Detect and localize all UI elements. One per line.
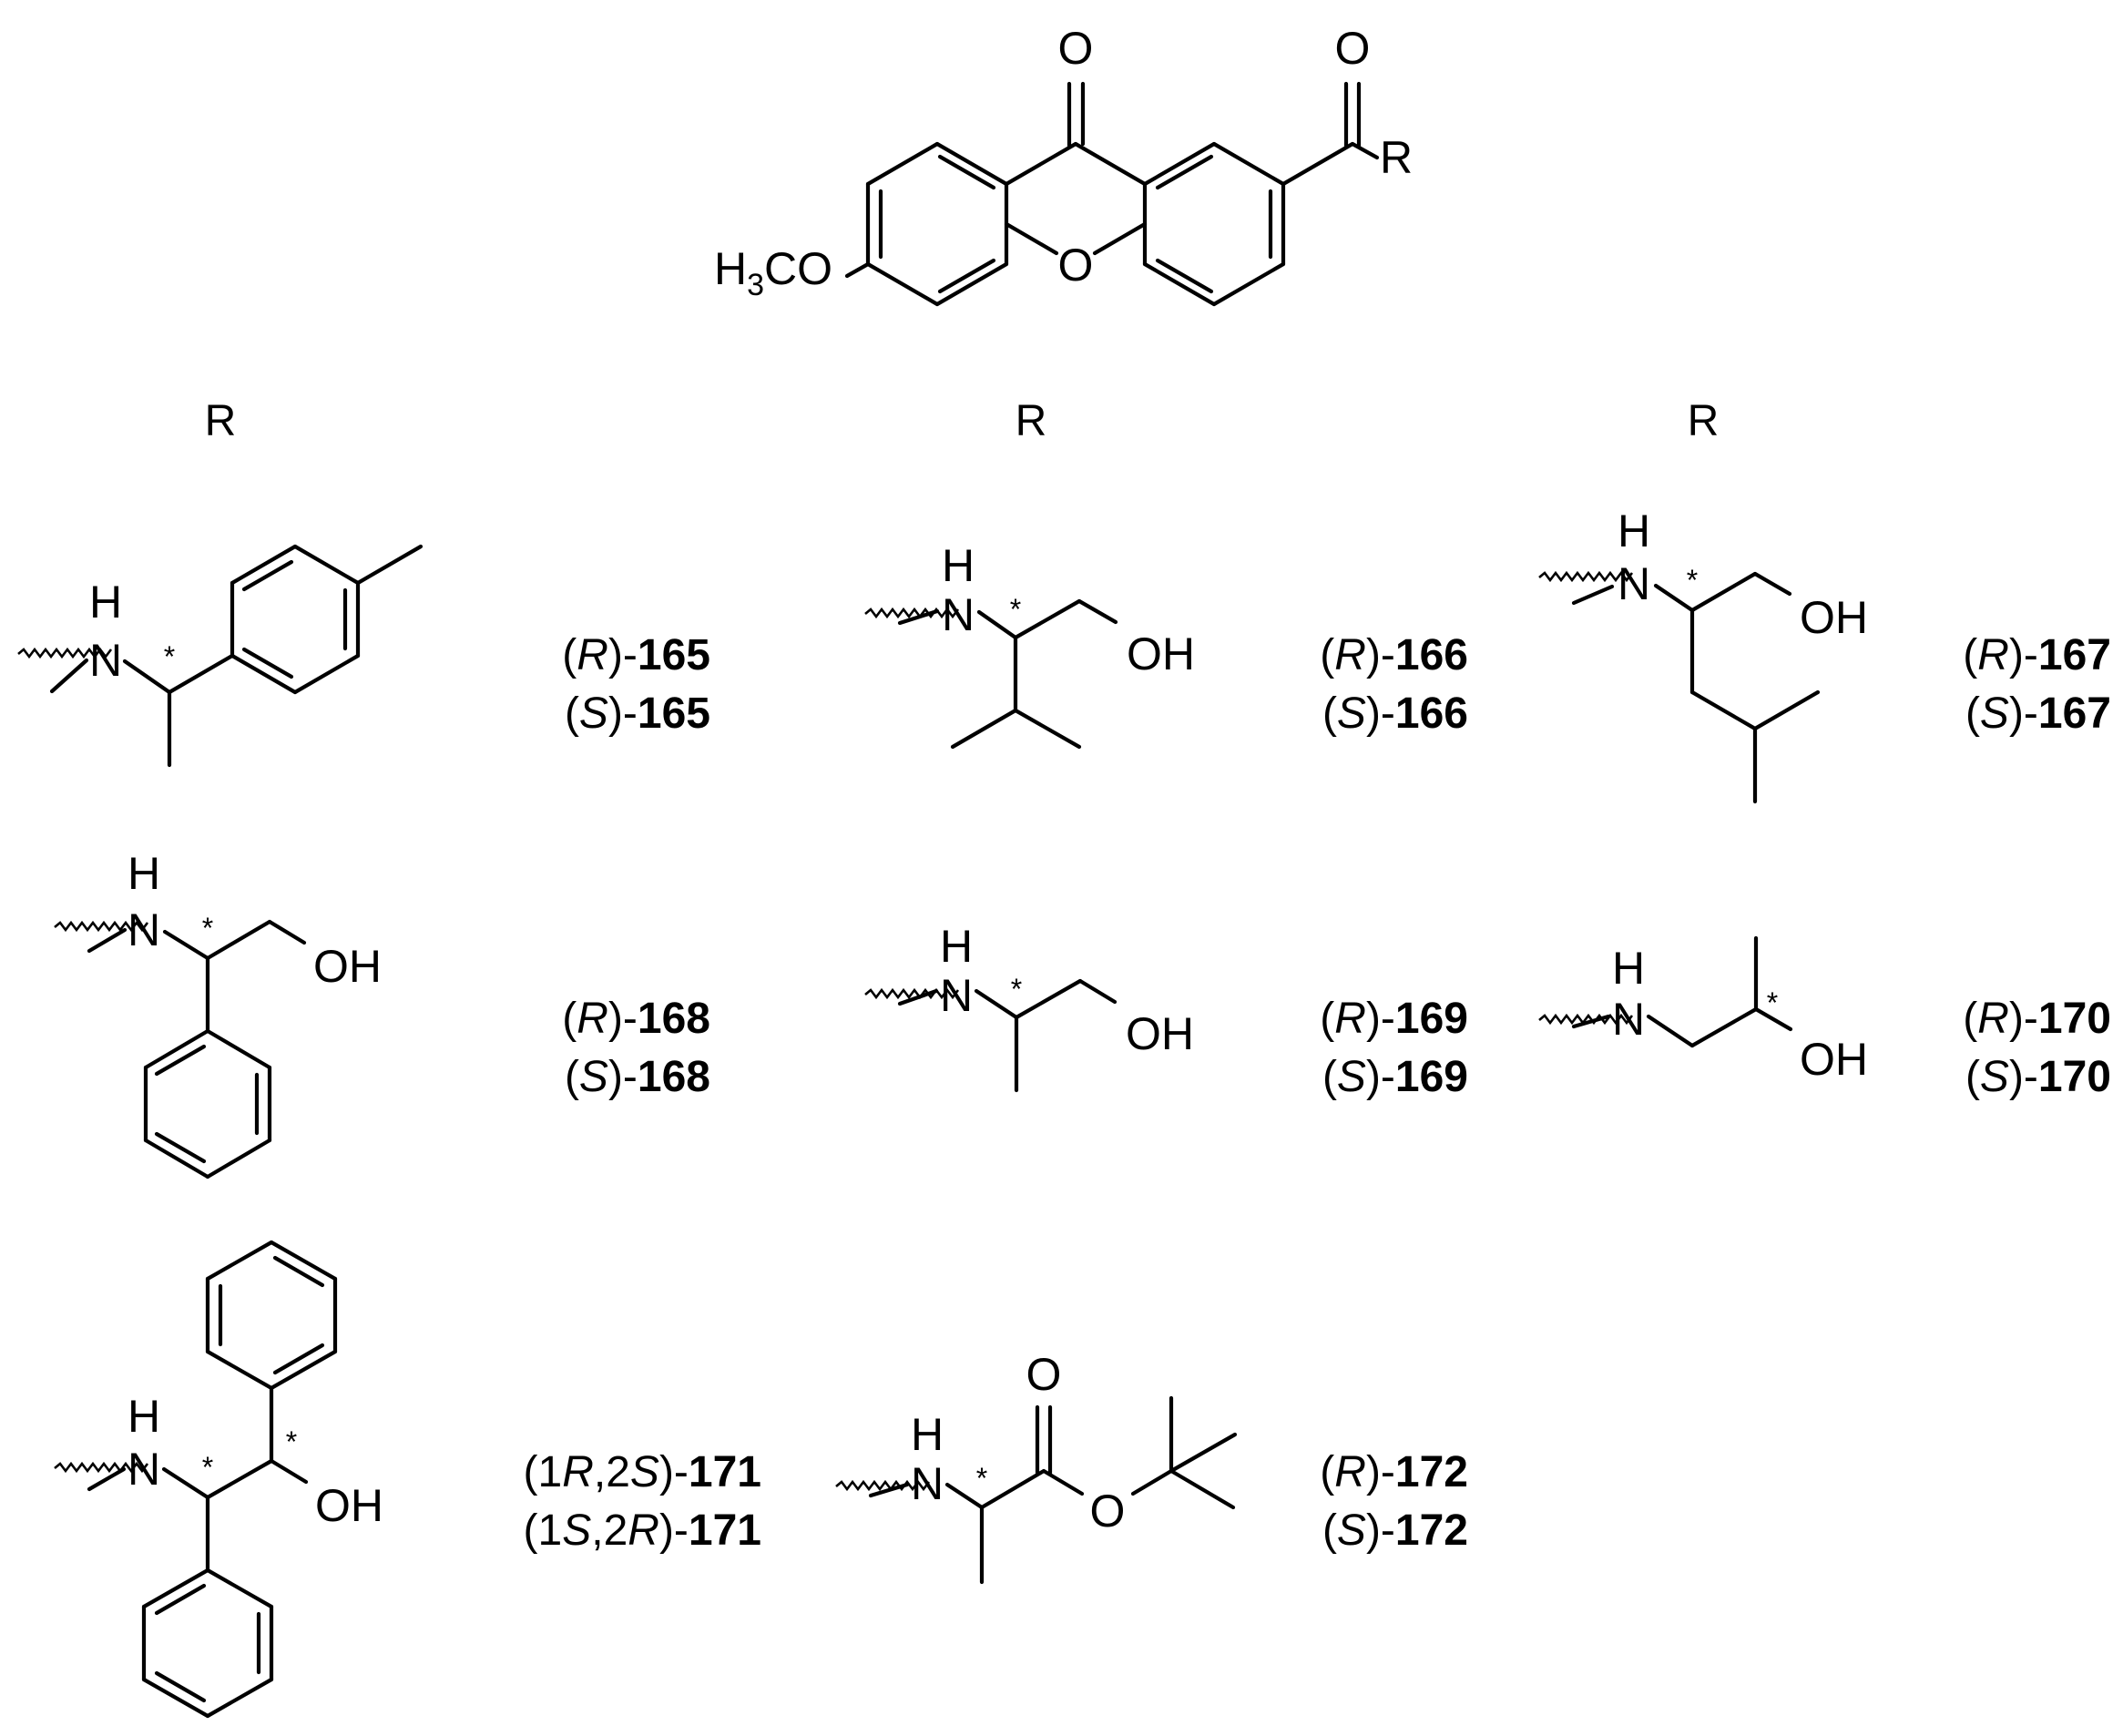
label-S-165: (S)-165 [565, 689, 710, 738]
h-166: H [942, 540, 975, 591]
bonds-166 [897, 598, 1118, 750]
bonds-170 [1571, 935, 1793, 1048]
n-169: N [940, 970, 973, 1021]
h-165: H [89, 577, 122, 628]
label-R-168: (R)-168 [562, 995, 710, 1043]
bonds-169 [897, 978, 1118, 1093]
attachment-wavy-170 [1538, 1013, 1634, 1026]
label-S-166: (S)-166 [1322, 689, 1468, 738]
carbonyl-oxygen-172: O [1026, 1349, 1062, 1400]
n-167: N [1618, 558, 1650, 609]
ester-oxygen-172: O [1090, 1486, 1126, 1537]
n-165: N [89, 635, 122, 686]
acyl-oxygen: O [1335, 23, 1371, 74]
bonds-172 [868, 1395, 1238, 1585]
substituent-167: H N * OH [1538, 505, 1868, 804]
stereocenter-168: * [202, 912, 213, 945]
oh-170: OH [1800, 1034, 1868, 1085]
label-R-165: (R)-165 [562, 631, 710, 679]
methoxy-co: CO [764, 243, 832, 294]
stereocenter-167: * [1687, 564, 1698, 597]
r-attachment-label: R [1380, 132, 1413, 183]
oh-166: OH [1127, 628, 1195, 679]
bonds-168 [87, 919, 307, 1179]
oh-171: OH [315, 1480, 383, 1531]
label-S-172: (S)-172 [1322, 1506, 1468, 1555]
oh-169: OH [1126, 1008, 1194, 1059]
stereocenter-172: * [976, 1462, 987, 1495]
h-167: H [1618, 505, 1650, 557]
stereocenter-165: * [164, 640, 175, 673]
attachment-wavy-171 [54, 1461, 149, 1474]
label-R-167: (R)-167 [1963, 631, 2111, 679]
carbonyl-oxygen: O [1058, 23, 1094, 74]
oh-167: OH [1800, 592, 1868, 643]
attachment-wavy-167 [1538, 570, 1634, 583]
label-R-166: (R)-166 [1320, 631, 1468, 679]
substituent-171: H N * * OH [54, 1240, 383, 1719]
h-172: H [911, 1409, 944, 1460]
h-169: H [940, 921, 973, 972]
stereocenter-170: * [1767, 986, 1778, 1019]
label-S-168: (S)-168 [565, 1053, 710, 1101]
attachment-wavy-166 [864, 607, 960, 619]
stereocenter-169: * [1011, 973, 1022, 1006]
substituent-165: H N * [17, 544, 424, 768]
n-170: N [1612, 994, 1645, 1045]
column-header-r-3: R [1688, 397, 1720, 445]
xanthone-core: O O O R H3CO [714, 23, 1413, 307]
label-R-169: (R)-169 [1320, 995, 1468, 1043]
n-168: N [128, 904, 160, 955]
h-170: H [1612, 943, 1645, 994]
substituent-172: H N * O O [835, 1349, 1238, 1585]
n-166: N [942, 589, 975, 640]
core-bonds [844, 81, 1380, 307]
methoxy-label: H3CO [714, 243, 832, 302]
stereocenter-2-171: * [286, 1425, 297, 1458]
column-header-r-2: R [1016, 397, 1047, 445]
label-1S2R-171: (1S,2R)-171 [524, 1506, 761, 1555]
methoxy-h: H [714, 243, 747, 294]
ring-oxygen: O [1058, 240, 1094, 291]
label-1R2S-171: (1R,2S)-171 [524, 1448, 761, 1496]
stereocenter-1-171: * [202, 1451, 213, 1484]
h-171: H [128, 1391, 160, 1442]
substituent-169: H N * OH [864, 921, 1194, 1093]
substituent-168: H N * OH [54, 848, 382, 1179]
oh-168: OH [313, 941, 382, 992]
n-171: N [128, 1444, 160, 1495]
bonds-165 [49, 544, 424, 768]
column-header-r-1: R [205, 397, 237, 445]
substituent-166: H N * OH [864, 540, 1195, 750]
substituent-170: H N * OH [1538, 935, 1868, 1085]
label-S-169: (S)-169 [1322, 1053, 1468, 1101]
label-R-170: (R)-170 [1963, 995, 2111, 1043]
attachment-wavy-172 [835, 1479, 931, 1492]
stereocenter-166: * [1010, 593, 1021, 626]
attachment-wavy-168 [54, 920, 149, 933]
h-168: H [128, 848, 160, 899]
methoxy-h-subscript: 3 [747, 268, 764, 302]
bonds-167 [1571, 571, 1821, 804]
label-S-170: (S)-170 [1965, 1053, 2111, 1101]
label-S-167: (S)-167 [1965, 689, 2111, 738]
attachment-wavy-169 [864, 987, 960, 1000]
n-172: N [911, 1458, 944, 1509]
attachment-wavy-165 [17, 647, 113, 659]
bonds-171 [87, 1240, 338, 1719]
label-R-172: (R)-172 [1320, 1448, 1468, 1496]
